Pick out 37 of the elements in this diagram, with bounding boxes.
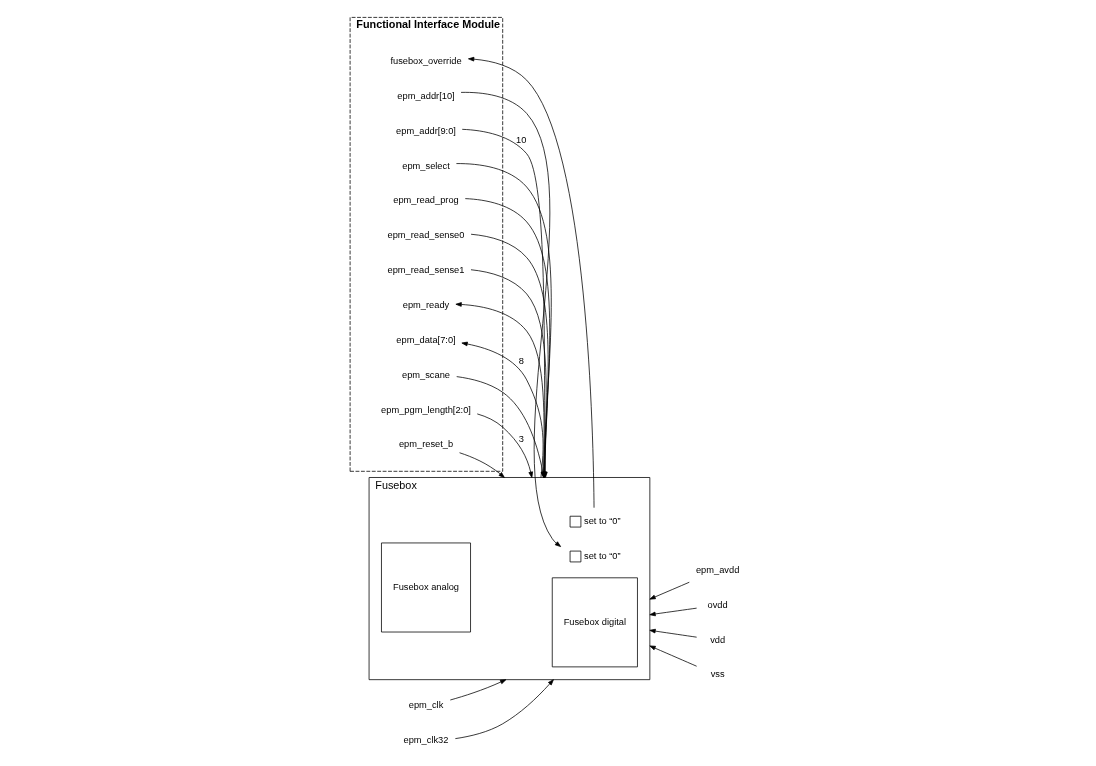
node-text: epm_scane bbox=[402, 369, 450, 380]
node-text: epm_read_sense1 bbox=[387, 265, 465, 276]
node-text: epm_pgm_length[2:0] bbox=[381, 404, 471, 415]
arrow bbox=[468, 56, 595, 509]
node-text: epm_addr[9:0] bbox=[396, 125, 456, 136]
node-text: ovdd bbox=[707, 599, 728, 610]
node-label: set to “0” bbox=[584, 550, 621, 561]
node-text: epm_read_prog bbox=[393, 195, 459, 206]
node-text: fusebox_override bbox=[390, 55, 462, 66]
arrow bbox=[649, 645, 697, 667]
node-text: epm_read_sense0 bbox=[387, 230, 465, 241]
arrow bbox=[449, 679, 507, 701]
arrow bbox=[459, 452, 505, 478]
arrow bbox=[454, 679, 554, 739]
node-label: set to “0” bbox=[584, 516, 621, 527]
arrow bbox=[460, 91, 562, 547]
node-text: epm_ready bbox=[402, 299, 450, 310]
node-text: epm_avdd bbox=[695, 564, 740, 575]
arrow bbox=[649, 581, 690, 600]
arrow bbox=[649, 607, 697, 617]
node-text: epm_data[7:0] bbox=[396, 334, 456, 345]
node-text: vss bbox=[710, 669, 725, 680]
arrow bbox=[476, 413, 533, 478]
node-box bbox=[569, 515, 582, 528]
edge-label: 10 bbox=[516, 134, 527, 145]
node-box bbox=[569, 550, 582, 563]
node-text: epm_reset_b bbox=[398, 439, 454, 450]
node-text: epm_clk bbox=[408, 700, 444, 711]
node-text: epm_clk32 bbox=[403, 735, 449, 746]
node-text: epm_addr[10] bbox=[397, 90, 455, 101]
edge-label: 3 bbox=[518, 433, 524, 444]
node-text: vdd bbox=[710, 634, 726, 645]
edge-label: 8 bbox=[518, 356, 524, 367]
node-text: epm_select bbox=[402, 160, 450, 171]
node-box: Fusebox analog bbox=[381, 542, 471, 633]
node-box: Fusebox digital bbox=[551, 577, 638, 668]
arrow bbox=[649, 628, 697, 638]
